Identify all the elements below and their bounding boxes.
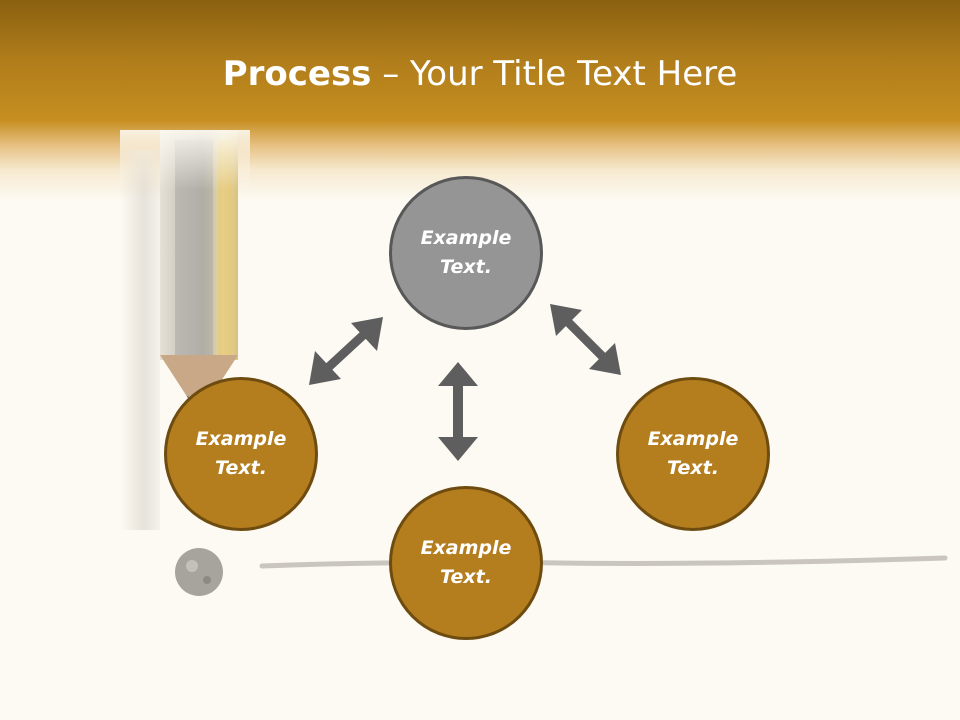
arrow-vertical (438, 362, 478, 461)
slide-title: Process – Your Title Text Here (0, 52, 960, 96)
node-top: Example Text. (389, 176, 543, 330)
graphite-dot (175, 548, 223, 596)
title-rest: – Your Title Text Here (371, 54, 738, 94)
arrow-right-diagonal (550, 304, 621, 375)
graphite-dot-highlight (186, 560, 198, 572)
node-bottom-label: Example Text. (420, 537, 512, 588)
node-left: Example Text. (164, 377, 318, 531)
node-bottom: Example Text. (389, 486, 543, 640)
node-top-label: Example Text. (420, 227, 512, 278)
node-right: Example Text. (616, 377, 770, 531)
title-bold: Process (222, 54, 372, 94)
pencil-fade (120, 130, 250, 370)
node-left-label: Example Text. (195, 428, 287, 479)
node-right-label: Example Text. (647, 428, 739, 479)
graphite-dot-speck (203, 576, 211, 584)
arrow-left-diagonal (309, 317, 383, 385)
pencil-line (259, 555, 948, 569)
